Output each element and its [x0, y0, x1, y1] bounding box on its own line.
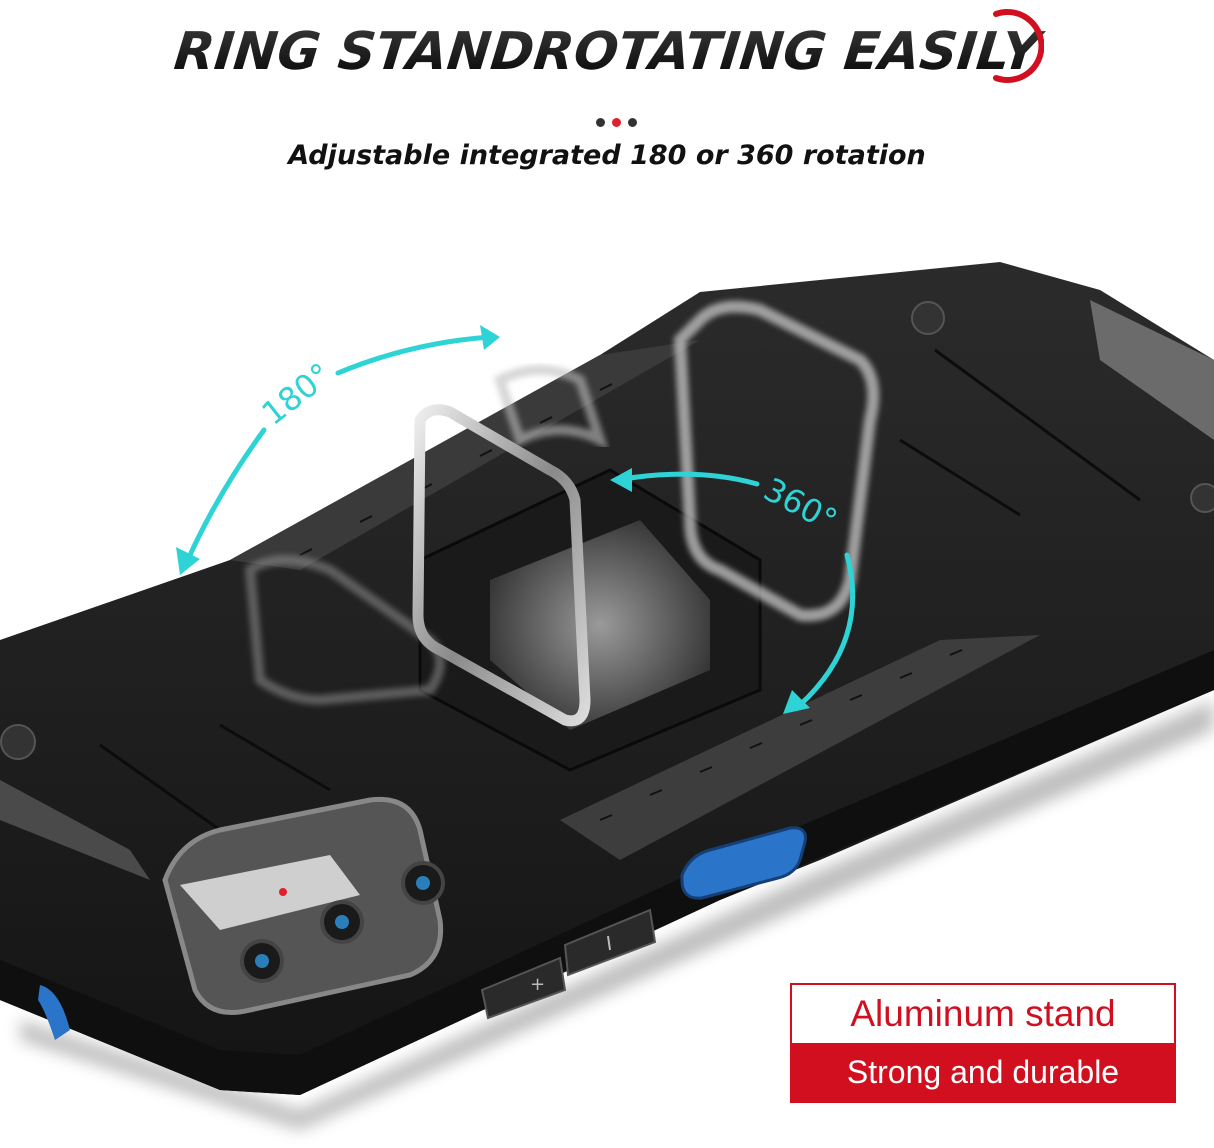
blue-button: [680, 826, 807, 900]
dot-3: [628, 118, 637, 127]
metal-plate: [490, 520, 710, 730]
screw-icon: [0, 724, 36, 760]
subtitle: Adjustable integrated 180 or 360 rotatio…: [288, 140, 926, 171]
pagination-dots: [580, 118, 660, 130]
screw-icon: [1190, 483, 1214, 513]
volume-plus-button: [480, 956, 567, 1020]
rotation-180-arrow: [187, 334, 493, 558]
dot-2: [612, 118, 621, 127]
rotation-360-arrow: [627, 471, 856, 708]
volume-minus-button: [563, 908, 657, 977]
red-arc-icon: [993, 9, 1044, 83]
feature-label-line1: Aluminum stand: [792, 985, 1174, 1043]
screw-icon: [911, 301, 945, 335]
dot-1: [596, 118, 605, 127]
svg-text:+: +: [530, 974, 545, 995]
feature-label-box: Aluminum stand Strong and durable: [790, 983, 1176, 1103]
ring-stand: [412, 404, 591, 727]
feature-label-line2: Strong and durable: [792, 1043, 1174, 1101]
